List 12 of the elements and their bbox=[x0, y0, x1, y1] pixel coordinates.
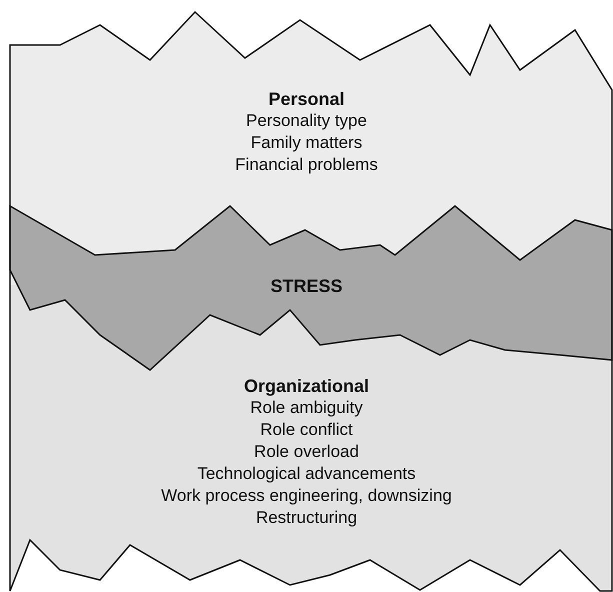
region-heading: Organizational bbox=[244, 375, 369, 397]
list-item: Financial problems bbox=[235, 154, 378, 176]
list-item: Technological advancements bbox=[197, 463, 416, 485]
region-heading: Personal bbox=[268, 88, 345, 110]
list-item: Restructuring bbox=[256, 507, 358, 529]
list-item: Work process engineering, downsizing bbox=[161, 485, 452, 507]
list-item: Role overload bbox=[254, 441, 359, 463]
list-item: Personality type bbox=[246, 110, 367, 132]
list-item: Family matters bbox=[250, 132, 362, 154]
region-heading: STRESS bbox=[270, 275, 343, 297]
list-item: Role conflict bbox=[260, 419, 353, 441]
list-item: Role ambiguity bbox=[250, 397, 363, 419]
